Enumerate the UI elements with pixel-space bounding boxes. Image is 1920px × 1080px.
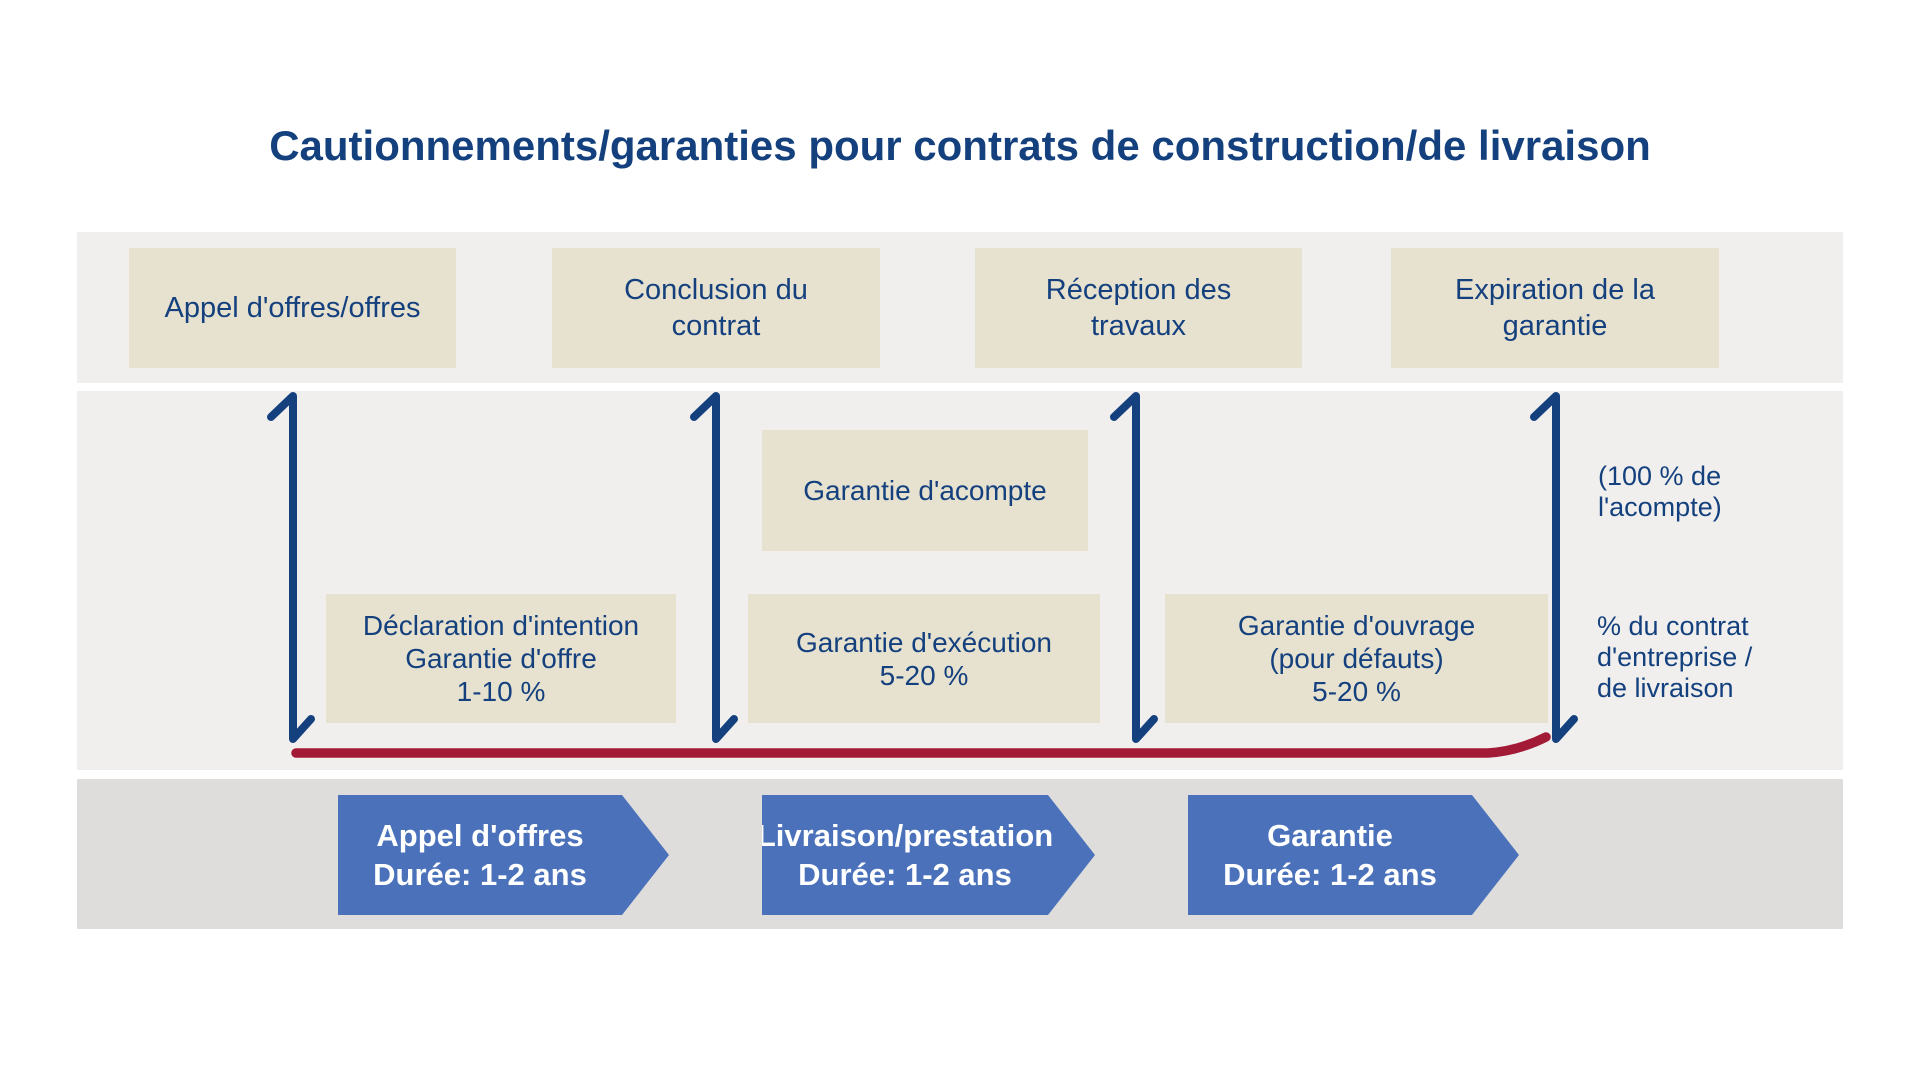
- page-title: Cautionnements/garanties pour contrats d…: [269, 122, 1651, 169]
- milestone-label: Conclusion du contrat: [624, 274, 808, 342]
- phase-title: Garantie: [1267, 818, 1393, 853]
- milestone-box-appel-offres: Appel d'offres/offres: [129, 248, 456, 368]
- guarantee-line: Déclaration d'intention: [362, 610, 640, 641]
- guarantee-line: Garantie d'ouvrage: [1237, 610, 1476, 641]
- guarantee-box-declaration-intention: Déclaration d'intention Garantie d'offre…: [326, 594, 676, 723]
- guarantee-line: 5-20 %: [879, 659, 969, 691]
- guarantee-line: Garantie d'exécution: [796, 626, 1052, 658]
- guarantee-line: 5-20 %: [1312, 676, 1401, 707]
- note-line: d'entreprise /: [1597, 642, 1753, 672]
- guarantee-line: Garantie d'offre: [405, 643, 597, 674]
- phase-duration: Durée: 1-2 ans: [1223, 857, 1437, 892]
- milestone-box-conclusion-contrat: Conclusion du contrat: [552, 248, 880, 368]
- phase-title: Livraison/prestation: [756, 818, 1054, 853]
- note-line: de livraison: [1597, 673, 1734, 703]
- milestone-label: Appel d'offres/offres: [164, 292, 421, 324]
- phase-title: Appel d'offres: [376, 818, 584, 853]
- note-line: l'acompte): [1598, 492, 1722, 522]
- phase-duration: Durée: 1-2 ans: [798, 857, 1012, 892]
- phase-arrow-appel-offres: Appel d'offres Durée: 1-2 ans: [338, 795, 669, 915]
- phase-arrow-livraison-prestation: Livraison/prestation Durée: 1-2 ans: [762, 795, 1095, 915]
- milestone-label: Expiration de la garantie: [1455, 274, 1655, 342]
- note-line: % du contrat: [1597, 611, 1749, 641]
- phase-arrow-garantie: Garantie Durée: 1-2 ans: [1188, 795, 1519, 915]
- milestone-label: Réception des travaux: [1045, 274, 1232, 342]
- milestone-box-expiration-garantie: Expiration de la garantie: [1391, 248, 1719, 368]
- guarantee-line: Garantie d'acompte: [803, 475, 1047, 506]
- note-percent-contrat: % du contrat d'entreprise / de livraison: [1597, 611, 1752, 704]
- note-100-percent-acompte: (100 % de l'acompte): [1598, 461, 1722, 523]
- guarantee-line: (pour défauts): [1269, 643, 1444, 674]
- milestone-box-reception-travaux: Réception des travaux: [975, 248, 1302, 368]
- guarantee-line: 1-10 %: [456, 676, 546, 707]
- note-line: (100 % de: [1598, 461, 1722, 491]
- guarantee-box-acompte: Garantie d'acompte: [762, 430, 1088, 551]
- phase-duration: Durée: 1-2 ans: [373, 857, 587, 892]
- guarantee-box-execution: Garantie d'exécution 5-20 %: [748, 594, 1100, 723]
- guarantee-box-ouvrage: Garantie d'ouvrage (pour défauts) 5-20 %: [1165, 594, 1548, 723]
